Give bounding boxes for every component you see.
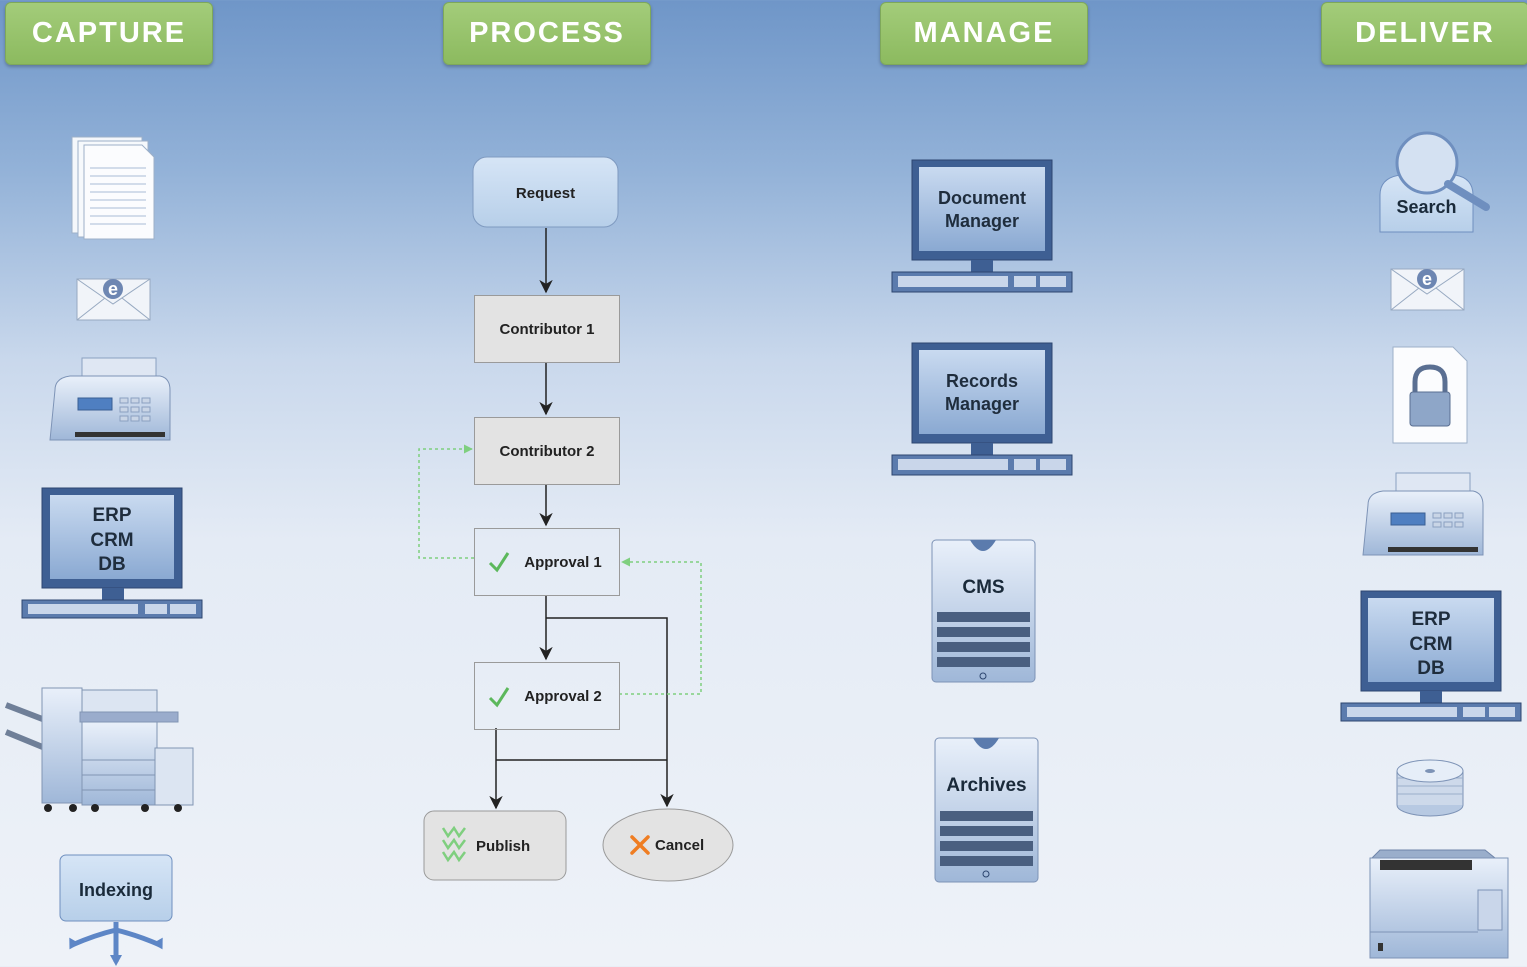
search-label: Search <box>1396 197 1457 217</box>
records-manager-label: Records Manager <box>919 370 1045 417</box>
records-manager-line1: Records <box>945 371 1019 391</box>
crm-line: CRM <box>90 529 134 551</box>
publish-node[interactable]: Publish <box>476 838 531 855</box>
request-node-shape <box>472 156 619 228</box>
email-deliver-icon: e <box>1390 268 1465 311</box>
contributor2-node[interactable]: Contributor 2 <box>474 417 620 485</box>
erp-line: ERP <box>92 505 132 526</box>
crm-deliver-line: CRM <box>1409 633 1453 655</box>
email-icon: e <box>76 278 151 321</box>
fax-icon <box>49 357 171 441</box>
svg-text:e: e <box>1422 269 1432 289</box>
fax-deliver-icon <box>1362 472 1484 556</box>
indexing-icon <box>59 854 173 966</box>
document-manager-label: Document Manager <box>919 187 1045 234</box>
document-manager-line2: Manager <box>944 211 1020 232</box>
request-node[interactable]: Request <box>515 185 576 202</box>
disc-stack-icon <box>1396 759 1464 817</box>
contributor1-label: Contributor 1 <box>499 320 595 338</box>
db-line: DB <box>98 554 126 576</box>
publish-waves-icon <box>441 825 466 863</box>
archives-label: Archives <box>946 775 1027 796</box>
approval1-node[interactable]: Approval 1 <box>474 528 620 596</box>
computer-document-manager-icon <box>891 159 1073 293</box>
process-connectors <box>489 228 674 810</box>
header-capture: CAPTURE <box>5 2 213 65</box>
search-icon <box>1379 131 1490 233</box>
cancel-node[interactable]: Cancel <box>655 837 705 854</box>
computer-erp-capture-icon <box>21 487 203 619</box>
approval1-label: Approval 1 <box>524 553 602 571</box>
cms-label: CMS <box>962 577 1005 598</box>
contributor2-label: Contributor 2 <box>499 442 595 460</box>
feedback-loops <box>418 444 702 695</box>
records-manager-line2: Manager <box>944 394 1020 415</box>
erp-capture-label: ERP CRM DB <box>50 504 174 578</box>
erp-deliver-line: ERP <box>1411 609 1451 630</box>
check-icon-approval2 <box>488 687 510 708</box>
contributor1-node[interactable]: Contributor 1 <box>474 295 620 363</box>
erp-deliver-label: ERP CRM DB <box>1368 608 1494 682</box>
cancel-x-icon <box>630 835 650 855</box>
computer-records-manager-icon <box>891 342 1073 476</box>
document-manager-line1: Document <box>937 188 1026 208</box>
server-cms-icon <box>931 539 1036 683</box>
documents-icon <box>71 136 155 240</box>
approval2-node[interactable]: Approval 2 <box>474 662 620 730</box>
printer-icon <box>1369 849 1509 959</box>
indexing-label: Indexing <box>78 880 153 900</box>
header-deliver: DELIVER <box>1321 2 1527 65</box>
cancel-node-shape <box>602 808 734 882</box>
publish-node-shape <box>423 810 567 881</box>
check-icon-approval1 <box>488 552 510 573</box>
header-process: PROCESS <box>443 2 651 65</box>
approval2-label: Approval 2 <box>524 687 602 705</box>
server-archives-icon <box>934 737 1039 883</box>
secured-document-icon <box>1392 346 1468 444</box>
svg-text:e: e <box>108 279 118 299</box>
header-manage: MANAGE <box>880 2 1088 65</box>
computer-erp-deliver-icon <box>1340 590 1522 722</box>
copier-icon <box>4 687 194 812</box>
db-deliver-line: DB <box>1417 658 1445 680</box>
